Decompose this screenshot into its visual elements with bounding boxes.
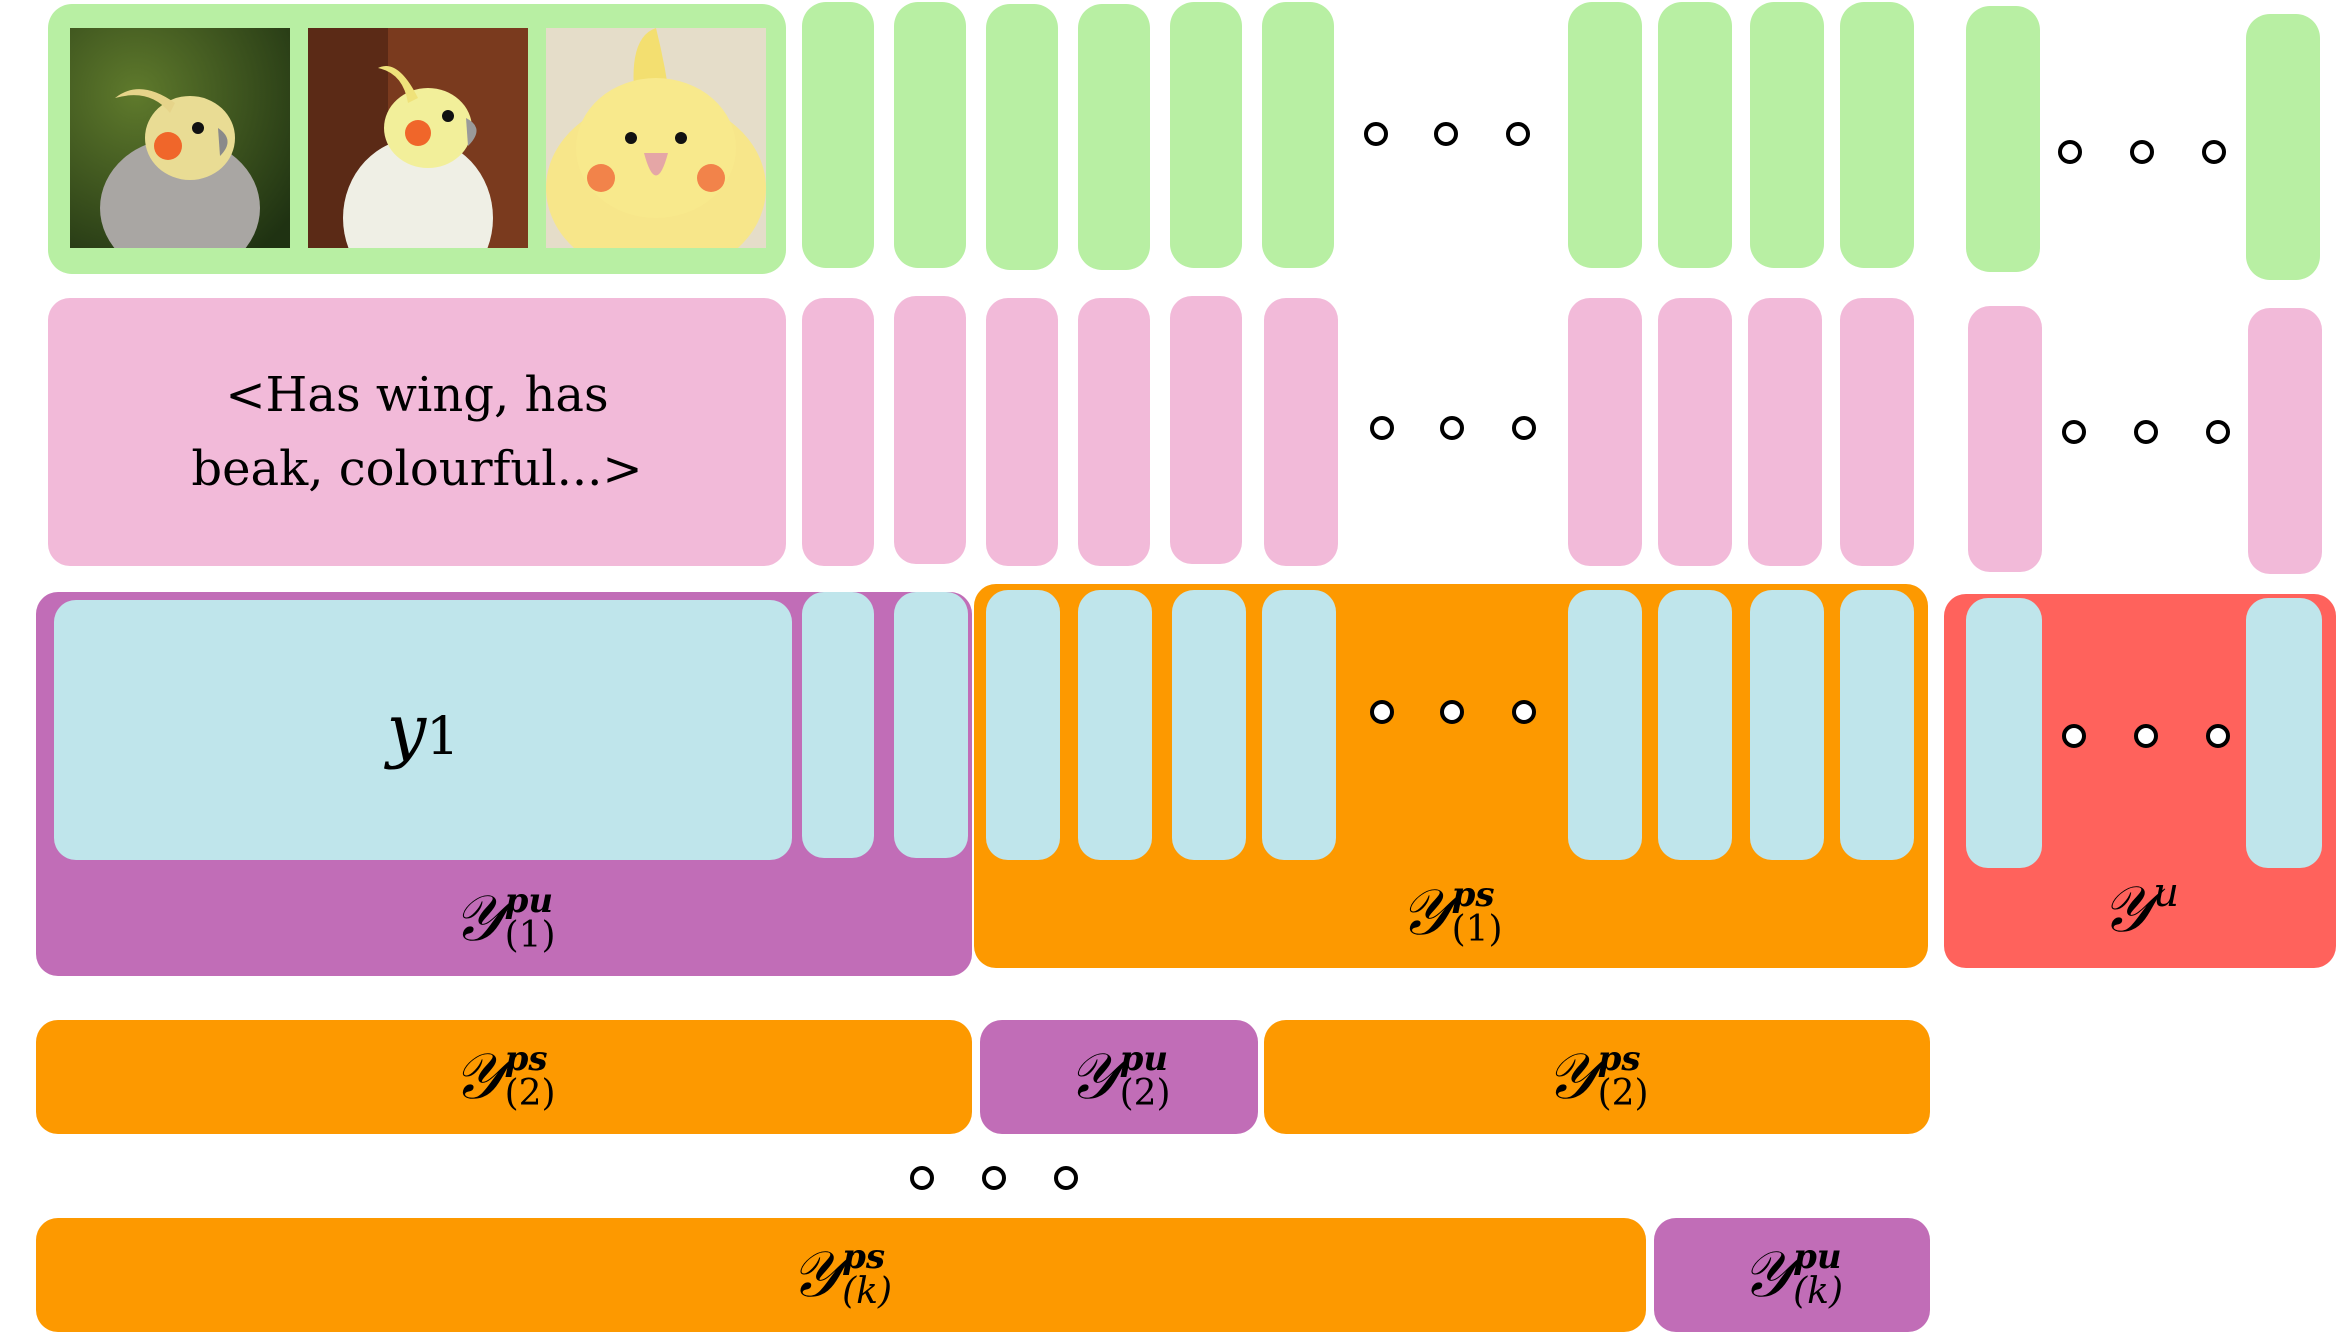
class-slot	[986, 590, 1060, 860]
attribute-slot	[2248, 308, 2322, 574]
attribute-slot	[1968, 306, 2042, 572]
attribute-text: <Has wing, has beak, colourful...>	[191, 366, 643, 497]
image-slot	[1568, 2, 1642, 268]
ellipsis-dot-icon	[2058, 140, 2082, 164]
ellipsis-dot-icon	[2062, 420, 2086, 444]
class-slot	[1078, 590, 1152, 860]
ellipsis-dot-icon	[1434, 122, 1458, 146]
image-slot	[1078, 4, 1150, 270]
attribute-slot	[1078, 298, 1150, 566]
ellipsis-dot-icon	[1440, 416, 1464, 440]
attribute-slot	[1658, 298, 1732, 566]
ellipsis-dot-icon	[1370, 416, 1394, 440]
image-slot	[1170, 2, 1242, 268]
image-slot	[1750, 2, 1824, 268]
class-slot	[1966, 598, 2042, 868]
class-slot	[1172, 590, 1246, 860]
ellipsis-dot-icon	[2202, 140, 2226, 164]
image-slot	[802, 2, 874, 268]
class-slot	[802, 592, 874, 858]
attribute-slot	[894, 296, 966, 564]
attribute-panel: <Has wing, has beak, colourful...>	[48, 298, 786, 566]
ellipsis-dot-icon	[1512, 416, 1536, 440]
image-slot	[2246, 14, 2320, 280]
bird-photo-3	[546, 28, 766, 248]
class-slot	[1840, 590, 1914, 860]
ellipsis-dot-icon	[1512, 700, 1536, 724]
ellipsis-dot-icon	[1506, 122, 1530, 146]
ellipsis-dot-icon	[910, 1166, 934, 1190]
attribute-slot	[1748, 298, 1822, 566]
image-slot	[1840, 2, 1914, 268]
bird-photo-1	[70, 28, 290, 248]
ellipsis-dot-icon	[1440, 700, 1464, 724]
ellipsis-dot-icon	[2206, 724, 2230, 748]
ellipsis-dot-icon	[2134, 420, 2158, 444]
image-slot	[894, 2, 966, 268]
class-slot	[1658, 590, 1732, 860]
class-slot	[1262, 590, 1336, 860]
image-slot	[1658, 2, 1732, 268]
ellipsis-dot-icon	[2206, 420, 2230, 444]
bird-photo-2	[308, 28, 528, 248]
ellipsis-dot-icon	[2130, 140, 2154, 164]
ellipsis-dot-icon	[982, 1166, 1006, 1190]
attribute-slot	[802, 298, 874, 566]
image-slot	[1262, 2, 1334, 268]
attribute-slot	[986, 298, 1058, 566]
image-slot	[1966, 6, 2040, 272]
image-slot	[986, 4, 1058, 270]
class-slot	[1568, 590, 1642, 860]
attribute-slot	[1264, 298, 1338, 566]
attribute-slot	[1840, 298, 1914, 566]
ellipsis-dot-icon	[1364, 122, 1388, 146]
class-slot	[2246, 598, 2322, 868]
ellipsis-dot-icon	[1054, 1166, 1078, 1190]
class-slot	[894, 592, 968, 858]
ellipsis-dot-icon	[2062, 724, 2086, 748]
ellipsis-dot-icon	[2134, 724, 2158, 748]
ellipsis-dot-icon	[1370, 700, 1394, 724]
attribute-slot	[1568, 298, 1642, 566]
class-slot	[1750, 590, 1824, 860]
attribute-slot	[1170, 296, 1242, 564]
